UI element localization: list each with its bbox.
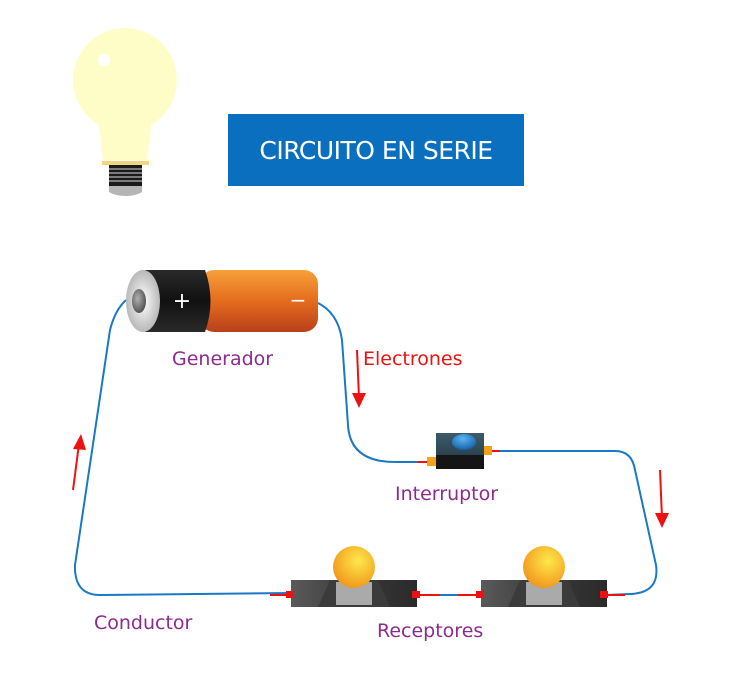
conductor-wire	[73, 299, 658, 597]
negative-terminal-symbol: −	[290, 288, 307, 312]
lamp-receptor-icon	[286, 546, 420, 607]
lead-stubs	[270, 450, 625, 596]
positive-terminal-symbol: +	[173, 289, 191, 314]
title-banner: CIRCUITO EN SERIE	[228, 114, 524, 186]
generator-label: Generador	[172, 348, 274, 370]
arrow-icon	[655, 469, 669, 528]
push-button-switch-icon[interactable]	[427, 433, 492, 469]
receptors-label: Receptores	[377, 620, 484, 642]
battery-icon: + −	[126, 270, 318, 332]
arrow-icon	[352, 349, 366, 408]
electrons-label: Electrones	[363, 348, 463, 370]
lamp-receptor-icon	[476, 546, 608, 607]
light-bulb-icon	[73, 28, 177, 196]
electron-flow-arrows	[72, 349, 669, 528]
arrow-icon	[72, 434, 86, 491]
page-title: CIRCUITO EN SERIE	[259, 135, 493, 165]
switch-label: Interruptor	[395, 483, 499, 505]
conductor-label: Conductor	[94, 612, 193, 634]
